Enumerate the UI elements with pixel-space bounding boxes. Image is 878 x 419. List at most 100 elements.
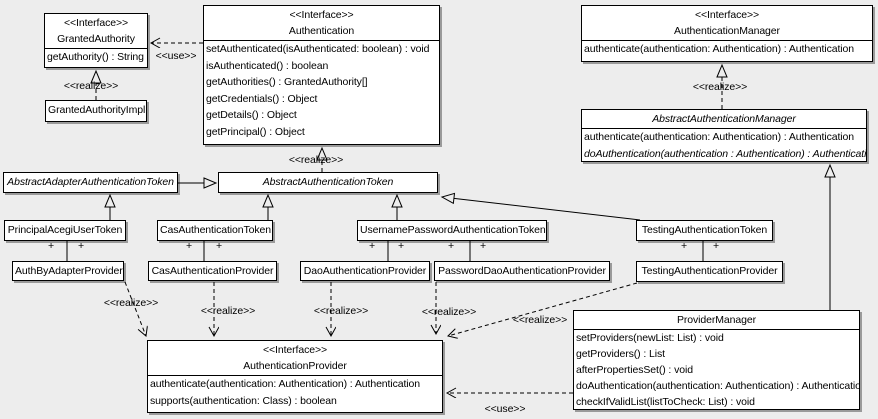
class-name: AbstractAdapterAuthenticationToken <box>7 176 174 188</box>
class-title: ProviderManager <box>574 311 859 329</box>
class-authentication-manager[interactable]: <<Interface>> AuthenticationManager authen… <box>581 5 873 62</box>
method: authenticate(authentication: Authenticat… <box>584 43 855 55</box>
class-title: AbstractAdapterAuthenticationToken <box>4 173 177 191</box>
method: getCredentials() : Object <box>206 92 318 105</box>
plus-label: + <box>47 240 55 252</box>
class-name: GrantedAuthorityImpl <box>48 104 146 116</box>
edge-realize-authbyadapter-authprovider <box>124 281 146 336</box>
class-name: TestingAuthenticationProvider <box>641 265 778 277</box>
class-title: UsernamePasswordAuthenticationToken <box>358 221 546 239</box>
class-name: AuthenticationManager <box>674 25 780 37</box>
class-name: AbstractAuthenticationManager <box>652 113 796 125</box>
method: doAuthentication(authentication: Authent… <box>576 380 860 392</box>
method: isAuthenticated() : boolean <box>206 59 329 72</box>
plus-label: + <box>215 240 223 252</box>
class-name: DaoAuthenticationProvider <box>303 265 427 277</box>
class-dao-authentication-provider[interactable]: DaoAuthenticationProvider <box>300 261 430 281</box>
class-name: UsernamePasswordAuthenticationToken <box>360 224 546 236</box>
realize-label: <<realize>> <box>692 81 748 93</box>
class-title: CasAuthenticationToken <box>158 221 272 239</box>
class-authentication-provider[interactable]: <<Interface>>AuthenticationProvider authe… <box>147 340 443 413</box>
method: supports(authentication: Class) : boolea… <box>150 394 337 407</box>
plus-label: + <box>368 240 376 252</box>
method: authenticate(authentication: Authenticat… <box>584 131 855 143</box>
class-title: AbstractAuthenticationToken <box>219 173 437 191</box>
realize-label: <<realize>> <box>288 154 344 166</box>
class-title: GrantedAuthorityImpl <box>46 101 146 119</box>
class-auth-by-adapter-provider[interactable]: AuthByAdapterProvider <box>12 261 124 281</box>
method: checkIfValidList(listToCheck: List) : vo… <box>576 396 755 408</box>
class-provider-manager[interactable]: ProviderManager setProviders(newList: Lis… <box>573 310 860 410</box>
class-testing-authentication-provider[interactable]: TestingAuthenticationProvider <box>636 261 783 282</box>
class-title: DaoAuthenticationProvider <box>301 262 429 280</box>
class-abstract-authentication-token[interactable]: AbstractAuthenticationToken <box>218 172 438 193</box>
use-label: <<use>> <box>484 403 526 415</box>
plus-label: + <box>680 240 688 252</box>
class-title: TestingAuthenticationToken <box>637 221 772 239</box>
class-name: PasswordDaoAuthenticationProvider <box>438 265 606 277</box>
plus-label: + <box>185 240 193 252</box>
plus-label: + <box>712 240 720 252</box>
class-abstract-adapter-authentication-token[interactable]: AbstractAdapterAuthenticationToken <box>3 172 178 193</box>
class-title: PasswordDaoAuthenticationProvider <box>435 262 609 280</box>
method: authenticate(authentication: Authenticat… <box>150 378 421 390</box>
class-granted-authority-impl[interactable]: GrantedAuthorityImpl <box>45 100 147 122</box>
method: setAuthenticated(isAuthenticated: boolea… <box>206 43 430 55</box>
method: getDetails() : Object <box>206 109 297 121</box>
realize-label: <<realize>> <box>200 305 256 317</box>
class-title: <<Interface>> AuthenticationManager <box>582 6 872 40</box>
class-title: AbstractAuthenticationManager <box>582 110 866 128</box>
realize-label: <<realize>> <box>421 306 477 318</box>
realize-label: <<realize>> <box>103 297 159 309</box>
methods-compartment: setAuthenticated(isAuthenticated: boolea… <box>204 40 439 140</box>
class-password-dao-authentication-provider[interactable]: PasswordDaoAuthenticationProvider <box>434 261 610 281</box>
edge-realize-testingprovider-authprovider <box>448 282 638 336</box>
use-label: <<use>> <box>155 50 197 62</box>
methods-compartment: getAuthority() : String <box>45 48 147 66</box>
class-title: <<Interface>>AuthenticationProvider <box>148 341 442 375</box>
plus-label: + <box>397 240 405 252</box>
class-name: CasAuthenticationToken <box>160 224 272 236</box>
plus-label: + <box>77 240 85 252</box>
method: getPrincipal() : Object <box>206 125 305 138</box>
class-cas-authentication-token[interactable]: CasAuthenticationToken <box>157 220 273 241</box>
class-authentication[interactable]: <<Interface>> Authentication setAuthentica… <box>203 5 440 145</box>
class-title: <<Interface>> GrantedAuthority <box>45 14 147 48</box>
class-cas-authentication-provider[interactable]: CasAuthenticationProvider <box>148 261 277 281</box>
methods-compartment: authenticate(authentication: Authenticat… <box>148 375 442 409</box>
stereotype-label: <<Interface>> <box>289 9 354 21</box>
class-name: AuthByAdapterProvider <box>15 265 123 277</box>
method: getAuthority() : String <box>47 51 144 63</box>
stereotype-label: <<Interface>> <box>63 17 129 29</box>
class-title: CasAuthenticationProvider <box>149 262 276 280</box>
class-name: Authentication <box>288 25 355 37</box>
stereotype-label: <<Interface>> <box>694 9 760 21</box>
realize-label: <<realize>> <box>512 314 568 326</box>
class-principal-acegi-user-token[interactable]: PrincipalAcegiUserToken <box>4 220 126 241</box>
method: getAuthorities() : GrantedAuthority[] <box>206 76 368 88</box>
class-name: ProviderManager <box>676 314 757 326</box>
class-name: CasAuthenticationProvider <box>151 265 274 277</box>
class-title: AuthByAdapterProvider <box>13 262 123 280</box>
class-title: <<Interface>> Authentication <box>204 6 439 40</box>
class-title: PrincipalAcegiUserToken <box>5 221 125 239</box>
plus-label: + <box>447 240 455 252</box>
class-testing-authentication-token[interactable]: TestingAuthenticationToken <box>636 220 773 241</box>
methods-compartment: authenticate(authentication: Authenticat… <box>582 128 867 161</box>
class-name: PrincipalAcegiUserToken <box>7 224 123 236</box>
class-username-password-authentication-token[interactable]: UsernamePasswordAuthenticationToken <box>357 220 547 241</box>
class-granted-authority[interactable]: <<Interface>> GrantedAuthority getAuthorit… <box>44 13 148 68</box>
method: setProviders(newList: List) : void <box>576 332 724 344</box>
methods-compartment: authenticate(authentication: Authenticat… <box>582 40 872 58</box>
edge-gen-testingtoken-to-abstracttoken <box>440 192 641 221</box>
class-title: TestingAuthenticationProvider <box>637 262 782 280</box>
method: doAuthentication(authentication : Authen… <box>584 147 867 160</box>
method: afterPropertiesSet() : void <box>576 364 693 376</box>
class-name: AbstractAuthenticationToken <box>262 176 394 188</box>
class-abstract-authentication-manager[interactable]: AbstractAuthenticationManager authenticat… <box>581 109 867 162</box>
class-name: GrantedAuthority <box>57 33 135 45</box>
class-name: TestingAuthenticationToken <box>641 224 768 236</box>
